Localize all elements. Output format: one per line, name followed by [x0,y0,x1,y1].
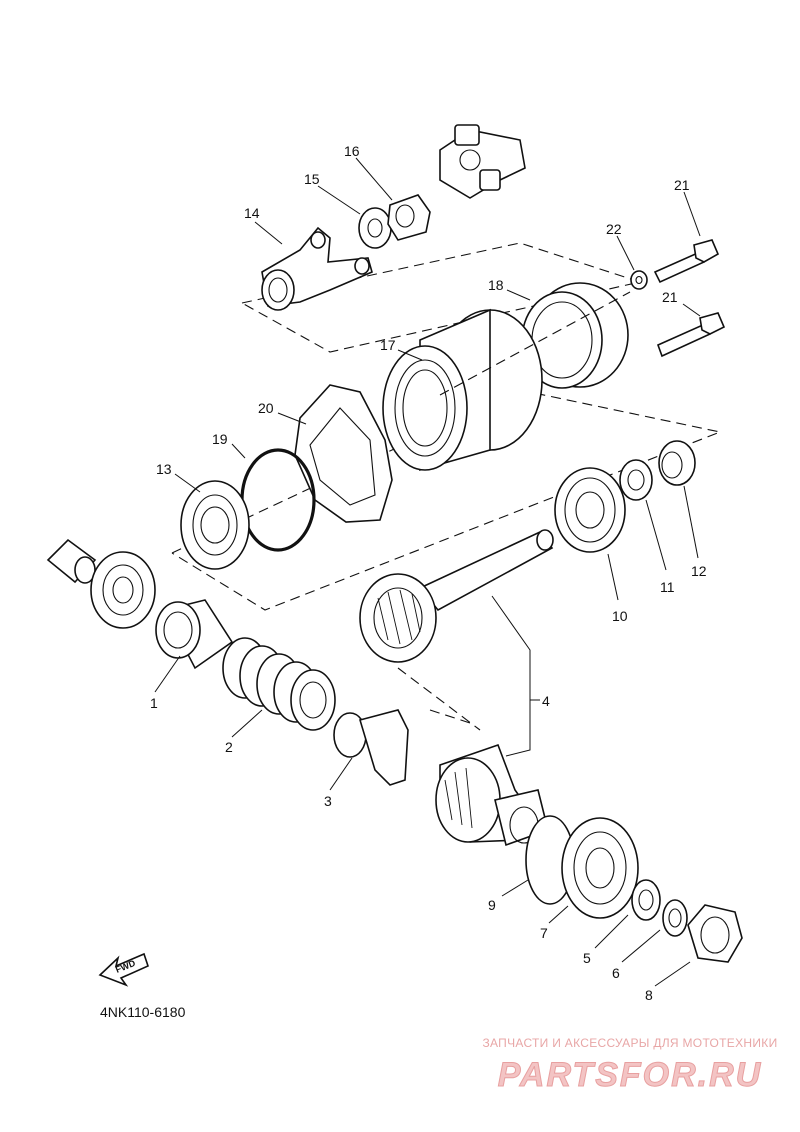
part-22-washer [630,270,648,290]
callout-11: 11 [660,579,675,595]
callout-4: 4 [542,693,550,709]
fwd-arrow-icon: FWD [98,952,149,987]
part-2-spring [222,637,336,731]
part-19-o-ring [240,448,316,552]
part-8-nut [687,904,743,963]
watermark-tagline: ЗАПЧАСТИ И АКСЕССУАРЫ ДЛЯ МОТОТЕХНИКИ [482,1036,778,1050]
callout-21-upper: 21 [674,177,690,193]
part-6-lock-washer [662,899,688,937]
part-21-bolt-upper [653,239,720,284]
callout-8: 8 [645,987,653,1003]
callout-2: 2 [225,739,233,755]
watermark-logo: PARTSFOR.RU [497,1056,762,1095]
callout-22: 22 [606,221,622,237]
part-15-washer [358,207,392,249]
watermark-logo-text: PARTSFOR.RU [498,1056,762,1094]
leader-lines [154,157,701,987]
callout-20: 20 [258,400,274,416]
part-3-coupling [333,709,409,786]
callout-5: 5 [583,950,591,966]
part-10-bearing [554,467,626,553]
part-21-bolt-lower [656,312,726,358]
part-1-collar [155,599,234,670]
callout-18: 18 [488,277,504,293]
callout-9: 9 [488,897,496,913]
callout-17: 17 [380,337,396,353]
callout-12: 12 [691,563,707,579]
callout-7: 7 [540,925,548,941]
part-20-shim [294,384,393,523]
part-7-bearing [561,817,639,919]
part-4-ring-gear [435,743,549,847]
universal-joint-cross [439,124,526,199]
callout-labels: 14 15 16 21 22 21 18 17 20 19 13 10 11 1… [150,143,707,1003]
part-14-yoke [261,226,373,311]
part-12-cap [658,440,696,486]
callout-6: 6 [612,965,620,981]
callout-14: 14 [244,205,260,221]
part-16-nut [387,194,431,241]
part-5-washer [631,879,661,921]
part-13-bearing [180,480,250,570]
callout-19: 19 [212,431,228,447]
left-bearing [90,551,156,629]
callout-3: 3 [324,793,332,809]
watermark: ЗАПЧАСТИ И АКСЕССУАРЫ ДЛЯ МОТОТЕХНИКИ PA… [480,1036,780,1096]
callout-1: 1 [150,695,158,711]
drawing-code: 4NK110-6180 [100,1004,186,1020]
callout-13: 13 [156,461,172,477]
drive-shaft-stub [46,538,97,584]
part-17-housing [382,291,631,472]
callout-16: 16 [344,143,360,159]
part-11-washer [619,459,653,501]
part-4-pinion-shaft [359,529,554,663]
callout-21-lower: 21 [662,289,678,305]
part-18-seal [521,282,629,389]
callout-10: 10 [612,608,628,624]
callout-15: 15 [304,171,320,187]
